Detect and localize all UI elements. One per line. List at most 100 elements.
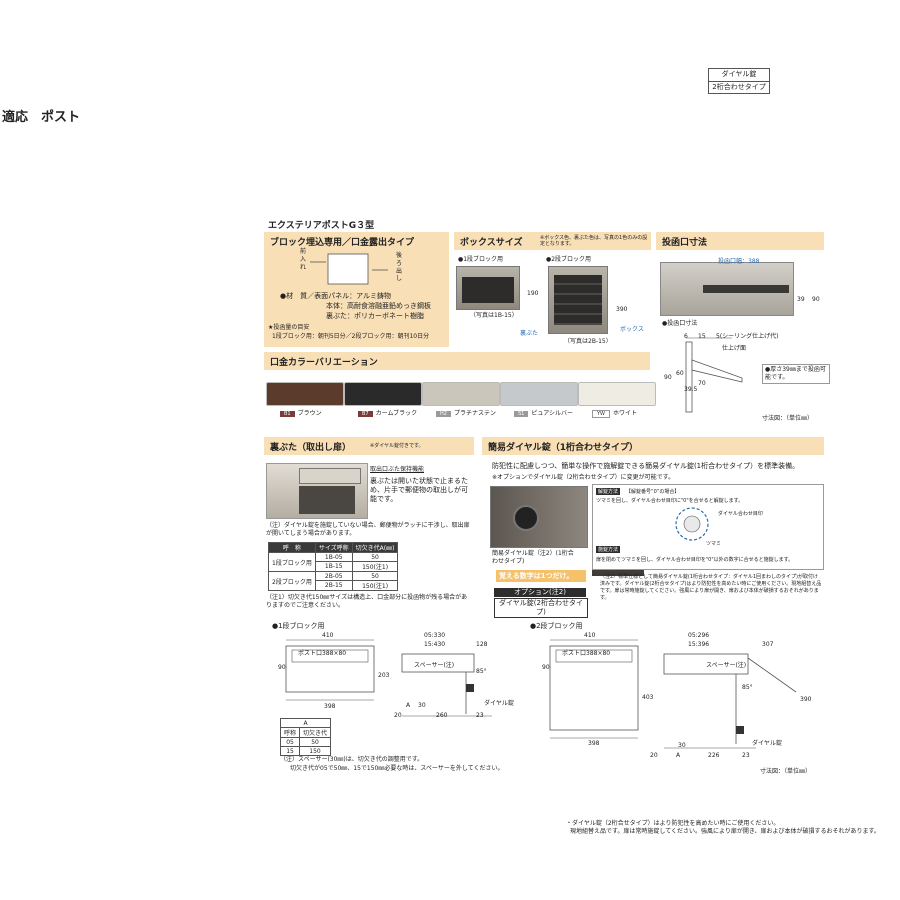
draw2-side	[663, 653, 797, 749]
draw1-table: A 呼称 切欠き代 05 50 15 150	[279, 718, 332, 756]
block-section-title: ブロック埋込専用／口金露出タイプ	[264, 232, 449, 347]
box-dim-1: 190	[527, 290, 539, 297]
footer-line-2: 現地組替え品です。扉は常時施錠してください。強風により扉が開き、扉および本体が破…	[570, 828, 880, 835]
dim-5: 5(シーリング仕上げ代)	[716, 333, 779, 340]
dial-title-text: 簡易ダイヤル錠（1桁合わせタイプ）	[488, 443, 638, 453]
box-label-2: ●2段ブロック用	[546, 256, 592, 263]
box-box-label: ボックス	[620, 326, 644, 333]
section-flap	[691, 359, 743, 383]
draw1-dA: A	[406, 702, 411, 709]
color-code: YW	[592, 410, 610, 418]
front-slot	[555, 649, 633, 663]
table-row: 2B-15 150(注1)	[269, 580, 399, 591]
dial-knob-photo	[513, 505, 539, 531]
side-body	[663, 653, 749, 675]
draw1-dial: ダイヤル錠	[484, 700, 514, 707]
opening-photo	[660, 262, 794, 316]
box-lid-label: 裏ぶた	[520, 330, 539, 337]
box-size-title: ボックスサイズ	[454, 232, 651, 250]
dial-note: （注2）標準仕様として簡易ダイヤル錠(1桁合わせタイプ：ダイヤル1回まわしのタイ…	[600, 574, 822, 601]
opening-sub: ●投函口寸法	[662, 320, 698, 327]
back-lid-note3: （注1）切欠き代150㎜サイズは構造上、口金部分に投函物が残る場合がありますので…	[266, 594, 468, 609]
tag-line-2: 2桁合わせタイプ	[712, 83, 766, 91]
tag-line-1: ダイヤル錠	[709, 69, 769, 82]
table-row: 05 50	[279, 737, 332, 747]
draw2-d226: 226	[708, 752, 720, 759]
color-name: ブラウン	[297, 410, 322, 417]
opening-title-text: 投函口寸法	[662, 238, 708, 248]
cell: 1段ブロック用	[268, 552, 316, 572]
draw2-slot: ポスト口388×80	[562, 650, 611, 657]
color-code: S1	[514, 411, 529, 417]
cell: 呼称	[279, 727, 301, 738]
draw2-h90: 90	[542, 664, 550, 671]
draw2-s05: 05:296	[688, 632, 710, 639]
draw1-title: ●1段ブロック用	[272, 622, 325, 630]
lock-type-tag: ダイヤル錠 2桁合わせタイプ	[708, 68, 770, 94]
dial-howto-text: ツマミを回し、ダイヤル合わせ目印に"0"を合せると解錠します。	[596, 498, 744, 504]
draw2-dial: ダイヤル錠	[752, 740, 782, 747]
opening-section-drawing	[685, 337, 743, 413]
draw1-d23: 23	[476, 712, 484, 719]
color-code: B1	[280, 411, 295, 417]
dial-text1: 防犯性に配慮しつつ、簡単な操作で施解錠できる簡易ダイヤル錠(1桁合わせタイプ）を…	[492, 462, 800, 470]
draw2-spacer: スペーサー(注)	[706, 662, 747, 669]
draw1-front	[285, 639, 375, 701]
side-dial	[466, 684, 474, 692]
label-front-in: 前入れ	[300, 248, 307, 271]
draw2-front	[549, 639, 639, 739]
cell: 150(注1)	[351, 580, 399, 591]
color-code: B7	[358, 411, 373, 417]
draw2-w410: 410	[584, 632, 596, 639]
back-lid-func-text: 裏ぶたは開いた状態で止まるため、片手で郵便物の取出しが可能です。	[370, 477, 468, 504]
opening-90: 90	[812, 296, 820, 303]
draw1-w410: 410	[322, 632, 334, 639]
side-flap	[747, 657, 797, 693]
back-lid-title-text: 裏ぶた（取出し扉）	[270, 443, 352, 453]
color-swatch-b1	[266, 382, 344, 406]
dial-photo-label: 簡易ダイヤル錠（注2）(1桁合わせタイプ)	[492, 550, 574, 565]
dim-90v: 90	[664, 374, 672, 381]
cell: 50	[351, 571, 399, 581]
dial-knob-label: ツマミ	[706, 541, 722, 547]
draw2-dA: A	[676, 752, 681, 759]
draw1-slot: ポスト口388×80	[298, 650, 347, 657]
dial-center	[683, 515, 701, 533]
dial-lock-text: 扉を閉めてツマミを回し、ダイヤル合わせ目印を"0"以外の数字に合せると施錠します…	[596, 557, 794, 563]
th-name: 呼 称	[268, 542, 316, 553]
front-slot	[291, 649, 369, 663]
cell: 15	[279, 746, 301, 756]
draw2-d20: 20	[650, 752, 658, 759]
box-dim-2: 390	[616, 306, 628, 313]
draw1-w398: 398	[324, 703, 336, 710]
opening-39: 39	[797, 296, 805, 303]
draw2-d23: 23	[742, 752, 750, 759]
spec-lid: 裏ぶた：ポリカーボネート樹脂	[326, 312, 424, 320]
thickness-note: ●厚さ39㎜まで投函可能です。	[762, 364, 830, 384]
cell: 50	[351, 552, 399, 562]
section-wall	[685, 341, 693, 413]
draw2-d307: 307	[762, 641, 774, 648]
capacity-text: 1段ブロック用：朝刊5日分／2段ブロック用：朝刊10日分	[272, 333, 430, 340]
side-body	[401, 653, 475, 673]
colors-title: 口金カラーバリエーション	[264, 352, 650, 370]
box-photo-1-front	[462, 277, 514, 303]
box-photo-1	[456, 266, 520, 310]
block-diagram-body	[327, 253, 369, 285]
box-caption-2: （写真は2B-15）	[564, 338, 612, 345]
back-lid-note2: （注）ダイヤル錠を施錠していない場合、郵便物がラッチに干渉し、取出扉が開いてしま…	[266, 522, 470, 537]
draw1-s05: 05:330	[424, 632, 446, 639]
draw1-a85: 85°	[476, 668, 487, 675]
opening-title: 投函口寸法	[656, 232, 824, 250]
cell: 2B-05	[314, 571, 353, 581]
spacer-note-2: 切欠き代が05で50㎜、15で150㎜必要な時は、スペーサーを外してください。	[290, 765, 504, 772]
cell: 1B-05	[314, 552, 353, 562]
spec-material: ●材 質／表面パネル：アルミ鋳物	[280, 292, 392, 300]
back-lid-open-door	[299, 468, 361, 484]
cell: 150(注1)	[351, 561, 399, 572]
opening-slot	[703, 285, 789, 293]
box-label-1: ●1段ブロック用	[458, 256, 504, 263]
draw1-d30: 30	[418, 702, 426, 709]
